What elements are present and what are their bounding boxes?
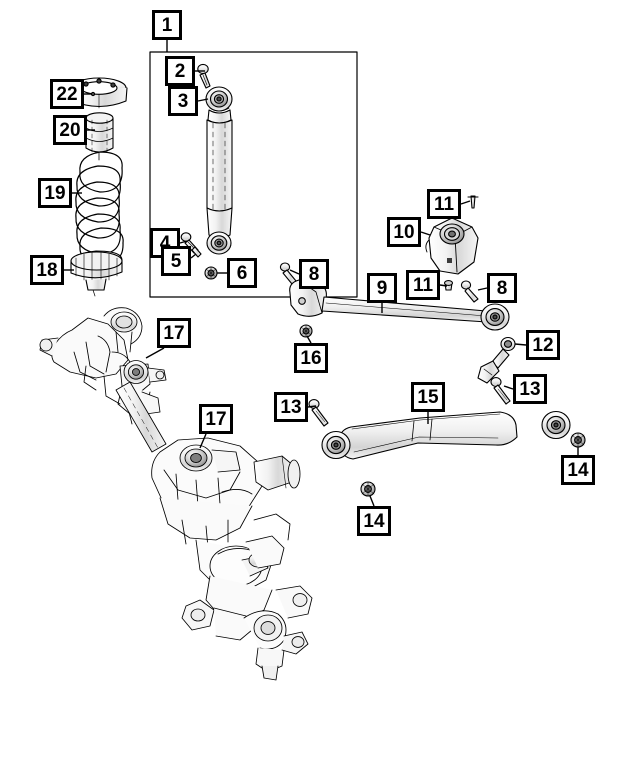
callout-17-lower[interactable]: 17 — [199, 404, 233, 434]
part-lower-arm-bolt-13b — [490, 377, 511, 405]
callout-20[interactable]: 20 — [53, 115, 87, 145]
part-jounce-bumper-bracket — [425, 217, 479, 275]
callout-3[interactable]: 3 — [168, 86, 198, 116]
callout-12[interactable]: 12 — [526, 330, 560, 360]
callout-label: 12 — [532, 334, 554, 356]
callout-label: 13 — [519, 378, 541, 400]
part-lower-control-arm — [321, 410, 571, 460]
callout-label: 14 — [567, 459, 589, 481]
part-bracket-nut-11b — [443, 280, 454, 291]
callout-8-upper-right[interactable]: 8 — [487, 273, 517, 303]
part-upper-arm-nut-16 — [299, 324, 313, 338]
part-axle-assembly-lower — [151, 437, 313, 681]
part-lower-arm-nut-14a — [360, 481, 376, 497]
callout-13-left[interactable]: 13 — [274, 392, 308, 422]
callout-label: 5 — [170, 250, 182, 272]
callout-19[interactable]: 19 — [38, 178, 72, 208]
callout-label: 22 — [56, 83, 78, 105]
callout-label: 8 — [308, 263, 320, 285]
callout-label: 17 — [205, 408, 227, 430]
callout-label: 17 — [163, 322, 185, 344]
callout-22[interactable]: 22 — [50, 79, 84, 109]
callout-label: 1 — [161, 14, 173, 36]
callout-label: 18 — [36, 259, 58, 281]
callout-label: 11 — [412, 274, 434, 296]
callout-2[interactable]: 2 — [165, 56, 195, 86]
callout-14-right[interactable]: 14 — [561, 455, 595, 485]
leader-lines — [64, 40, 579, 507]
part-axle-assembly-upper — [39, 307, 167, 425]
part-coil-spring — [75, 151, 124, 265]
part-shock-lower-nut — [204, 266, 218, 280]
callout-13-right[interactable]: 13 — [513, 374, 547, 404]
callout-label: 13 — [280, 396, 302, 418]
callout-label: 9 — [376, 277, 388, 299]
part-upper-arm-bolt-8a — [279, 262, 297, 285]
callout-label: 11 — [433, 193, 455, 215]
callout-5[interactable]: 5 — [161, 246, 191, 276]
callout-label: 3 — [177, 90, 189, 112]
callout-9[interactable]: 9 — [367, 273, 397, 303]
callout-11-upper[interactable]: 11 — [427, 189, 461, 219]
part-bracket-bolt-11a — [467, 195, 479, 209]
callout-8-upper-left[interactable]: 8 — [299, 259, 329, 289]
callout-label: 20 — [59, 119, 81, 141]
callout-label: 16 — [300, 347, 322, 369]
callout-18[interactable]: 18 — [30, 255, 64, 285]
callout-label: 2 — [174, 60, 186, 82]
callout-16[interactable]: 16 — [294, 343, 328, 373]
callout-6[interactable]: 6 — [227, 258, 257, 288]
part-upper-arm-bolt-8b — [460, 280, 479, 303]
part-stabilizer-link-bracket — [477, 336, 516, 384]
part-axle-tube — [115, 381, 167, 453]
callout-label: 8 — [496, 277, 508, 299]
callout-label: 15 — [417, 386, 439, 408]
callout-label: 19 — [44, 182, 66, 204]
part-spring-upper-seat — [71, 77, 128, 109]
callout-14-left[interactable]: 14 — [357, 506, 391, 536]
part-jounce-bumper — [85, 112, 114, 153]
callout-17-upper[interactable]: 17 — [157, 318, 191, 348]
callout-label: 10 — [393, 221, 415, 243]
part-spring-lower-isolator — [70, 250, 123, 297]
callout-label: 14 — [363, 510, 385, 532]
part-lower-arm-bolt-13a — [308, 399, 329, 427]
part-upper-control-arm — [289, 279, 510, 331]
callout-label: 4 — [159, 232, 171, 254]
callout-11-lower[interactable]: 11 — [406, 270, 440, 300]
callout-15[interactable]: 15 — [411, 382, 445, 412]
part-shock-upper-bushing — [205, 86, 233, 112]
part-shock-lower-bolt-5 — [191, 246, 202, 258]
part-shock-absorber — [206, 109, 233, 255]
callout-label: 6 — [236, 262, 248, 284]
callout-1[interactable]: 1 — [152, 10, 182, 40]
part-lower-arm-nut-14b — [570, 432, 586, 448]
callout-10[interactable]: 10 — [387, 217, 421, 247]
